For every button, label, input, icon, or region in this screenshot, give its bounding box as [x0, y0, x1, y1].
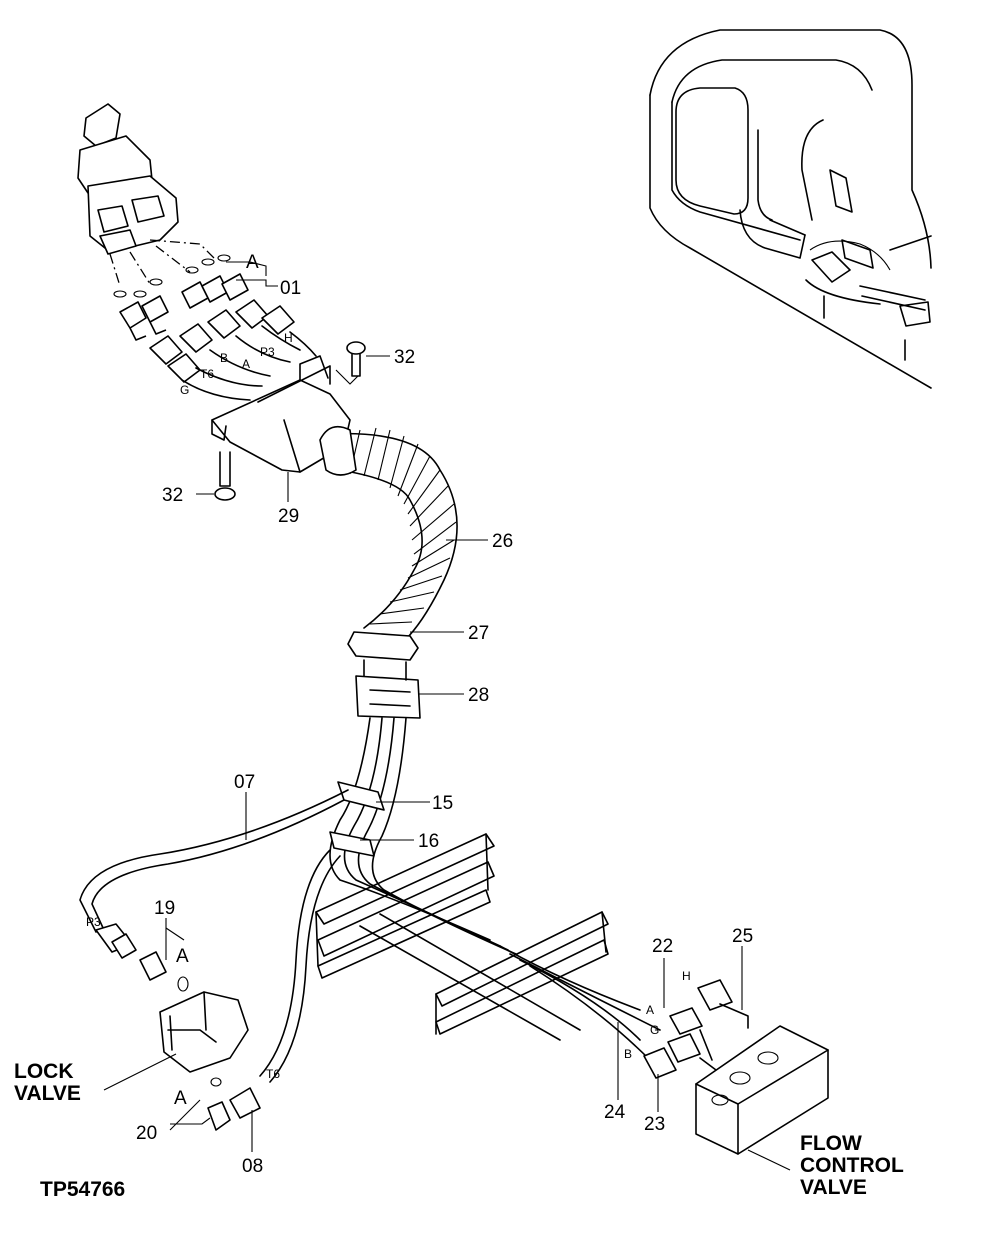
pilot-control-valve — [77, 103, 215, 287]
o-rings-detail-a — [113, 254, 231, 298]
flow-control-valve-assembly — [643, 979, 829, 1155]
component-labels: LOCK VALVE FLOW CONTROL VALVE TP54766 — [14, 1060, 904, 1201]
hose-letters: H P3 B A T6 G P3 T6 H A G B — [86, 331, 691, 1081]
lock-valve-label-line2: VALVE — [14, 1082, 81, 1105]
hose-letter-a-right: A — [646, 1003, 654, 1017]
callout-22: 22 — [652, 936, 673, 957]
callout-24: 24 — [604, 1102, 626, 1123]
callout-32-bottom: 32 — [162, 485, 183, 506]
corrugated-tube — [319, 425, 458, 661]
callout-29: 29 — [278, 506, 299, 527]
detail-marks: A A A — [174, 252, 259, 1109]
bolt-32-top — [346, 341, 366, 377]
callout-25: 25 — [732, 926, 753, 947]
lock-valve-assembly — [95, 923, 261, 1131]
hose-bundle — [329, 717, 661, 1061]
hose-letter-p3-left: P3 — [86, 915, 101, 929]
hoses-07-08 — [79, 789, 349, 1083]
callout-numbers: 01 32 32 29 26 27 28 07 15 16 19 20 08 2… — [136, 278, 753, 1177]
callout-32-top: 32 — [394, 347, 415, 368]
hose-cover-bracket — [211, 355, 351, 473]
lock-valve-label-line1: LOCK — [14, 1060, 74, 1083]
elbow-fittings — [119, 273, 249, 341]
callout-01: 01 — [280, 278, 301, 299]
flow-control-valve-label-line1: FLOW — [800, 1132, 862, 1155]
callout-27: 27 — [468, 623, 489, 644]
callout-07: 07 — [234, 772, 255, 793]
hose-letter-t6-low: T6 — [266, 1067, 280, 1081]
frame-rails — [315, 833, 609, 1041]
bolt-32-bottom — [214, 451, 236, 501]
figure-id: TP54766 — [40, 1178, 125, 1201]
callout-20: 20 — [136, 1123, 157, 1144]
callout-19: 19 — [154, 898, 175, 919]
callout-23: 23 — [644, 1114, 665, 1135]
callout-16: 16 — [418, 831, 439, 852]
hose-end-fittings-top — [149, 299, 317, 401]
hose-letter-g-right: G — [650, 1023, 659, 1037]
hose-letter-t6-top: T6 — [200, 367, 214, 381]
callout-08: 08 — [242, 1156, 263, 1177]
detail-mark-a-top: A — [246, 252, 259, 273]
cab-inset-drawing — [649, 29, 932, 389]
grommet — [355, 659, 421, 719]
hose-letter-p3-top: P3 — [260, 345, 275, 359]
leader-lines — [103, 261, 791, 1171]
hose-letter-b-right: B — [624, 1047, 632, 1061]
detail-mark-a-20: A — [174, 1088, 187, 1109]
callout-28: 28 — [468, 685, 489, 706]
hose-letter-g-top: G — [180, 383, 189, 397]
callout-26: 26 — [492, 531, 513, 552]
hose-letter-h-right: H — [682, 969, 691, 983]
hose-letter-b-top: B — [220, 351, 228, 365]
flow-control-valve-label-line3: VALVE — [800, 1176, 867, 1199]
hose-letter-h-top: H — [284, 331, 293, 345]
flow-control-valve-label-line2: CONTROL — [800, 1154, 904, 1177]
detail-mark-a-19: A — [176, 946, 189, 967]
hose-letter-a-top: A — [242, 357, 250, 371]
callout-15: 15 — [432, 793, 453, 814]
